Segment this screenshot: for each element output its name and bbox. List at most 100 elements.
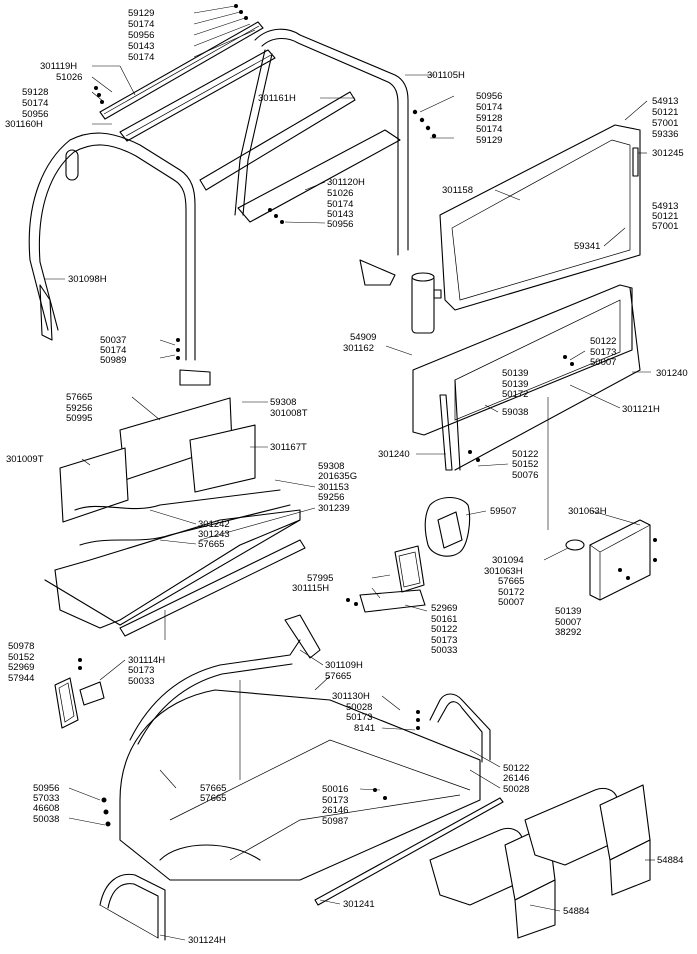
part-label: 57665	[198, 539, 224, 550]
part-label: 59341	[574, 241, 600, 252]
part-label: 301242	[198, 519, 230, 530]
part-label: 59256	[66, 403, 92, 414]
part-label: 50987	[322, 816, 348, 827]
part-label: 50956	[22, 109, 48, 120]
part-label: 26146	[322, 805, 348, 816]
part-label: 301121H	[622, 404, 660, 415]
part-label: 50016	[322, 784, 348, 795]
part-label: 57001	[652, 118, 678, 129]
part-label: 50028	[503, 784, 529, 795]
part-label: 59308	[318, 461, 344, 472]
part-label: 50007	[555, 617, 581, 628]
part-label: 50007	[498, 597, 524, 608]
part-label: 50956	[327, 219, 353, 230]
part-label: 59129	[476, 135, 502, 146]
part-label: 51026	[327, 188, 353, 199]
part-label: 301243	[198, 529, 230, 540]
part-label: 50122	[590, 336, 616, 347]
part-label: 301094	[492, 555, 524, 566]
part-label: 59038	[502, 407, 528, 418]
part-label: 54909	[350, 332, 376, 343]
part-label: 301109H	[325, 660, 363, 671]
part-label: 301063H	[484, 566, 523, 577]
part-label: 50121	[652, 211, 678, 222]
part-label: 50152	[8, 652, 34, 663]
part-label: 301160H	[5, 119, 43, 130]
part-label: 50122	[503, 763, 529, 774]
part-label: 301245	[652, 148, 684, 159]
part-label: 51026	[56, 72, 82, 83]
part-label: 59129	[128, 8, 154, 19]
part-label: 57944	[8, 673, 34, 684]
part-label: 50174	[128, 19, 154, 30]
part-label: 50143	[128, 41, 154, 52]
part-label: 301063H	[568, 506, 607, 517]
part-label: 52969	[8, 662, 34, 673]
part-label: 50173	[590, 347, 616, 358]
part-label: 50028	[346, 702, 372, 713]
part-label: 50139	[555, 606, 581, 617]
part-label: 50989	[100, 355, 126, 366]
part-label: 50174	[476, 102, 502, 113]
part-label: 50161	[431, 614, 457, 625]
part-label: 52969	[431, 603, 457, 614]
part-label: 57665	[66, 392, 92, 403]
hardware-fasteners	[78, 4, 657, 827]
part-label: 59308	[270, 397, 296, 408]
part-label: 301240	[378, 449, 410, 460]
part-label: 50173	[346, 712, 372, 723]
part-label: 50037	[100, 335, 126, 346]
part-label: 301161H	[258, 93, 296, 104]
roof-frame-parts	[28, 21, 409, 386]
part-label: 301130H	[332, 691, 370, 702]
part-label: 38292	[555, 627, 581, 638]
part-label: 57665	[325, 671, 351, 682]
part-label: 301158	[442, 185, 473, 196]
part-label: 50173	[128, 665, 154, 676]
part-label: 301114H	[128, 655, 165, 666]
part-label: 50956	[476, 91, 502, 102]
part-label: 50122	[431, 624, 457, 635]
part-label: 50173	[431, 635, 457, 646]
part-label: 59256	[318, 492, 344, 503]
part-label: 301119H	[40, 61, 77, 72]
part-label: 301240	[656, 368, 688, 379]
part-label: 54884	[657, 855, 683, 866]
part-label: 50172	[498, 587, 524, 598]
part-label: 50172	[502, 389, 528, 400]
part-label: 50978	[8, 641, 34, 652]
part-label: 50174	[327, 199, 353, 210]
part-label: 59128	[22, 87, 48, 98]
part-label: 301115H	[292, 583, 329, 594]
part-label: 50007	[590, 357, 616, 368]
part-label: 50956	[33, 783, 59, 794]
part-label: 59336	[652, 129, 678, 140]
part-label: 50174	[100, 345, 126, 356]
part-label: 57001	[652, 221, 678, 232]
part-label: 301009T	[6, 454, 44, 465]
dash-panels	[44, 397, 306, 637]
part-label: 50122	[512, 449, 538, 460]
part-label: 301124H	[188, 935, 226, 946]
part-label: 50139	[502, 379, 528, 390]
part-label: 50956	[128, 30, 154, 41]
part-label: 301153	[318, 482, 349, 493]
part-label: 50152	[512, 459, 538, 470]
part-label: 26146	[503, 773, 529, 784]
part-label: 301241	[343, 899, 375, 910]
part-label: 50121	[652, 107, 678, 118]
part-label: 46608	[33, 803, 59, 814]
part-label: 54884	[563, 906, 589, 917]
part-label: 301105H	[427, 70, 465, 81]
part-label: 50995	[66, 413, 92, 424]
part-label: 50033	[431, 645, 457, 656]
part-label: 301098H	[68, 274, 107, 285]
part-label: 54913	[652, 201, 678, 212]
part-number-labels: 59129 50174 50956 50143 50174 301119H 51…	[5, 8, 688, 946]
chassis-body	[99, 614, 504, 941]
part-label: 59507	[490, 506, 516, 517]
seats	[429, 784, 651, 939]
part-label: 57033	[33, 793, 59, 804]
part-label: 57665	[200, 793, 226, 804]
